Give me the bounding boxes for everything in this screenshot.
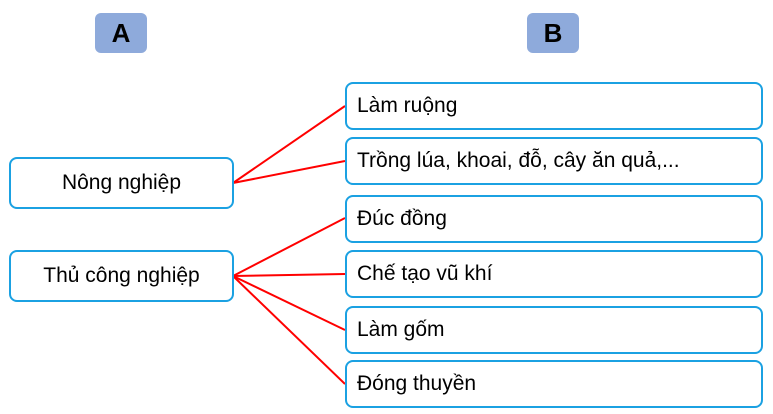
connector-line <box>232 275 346 331</box>
item-b-lam-ruong: Làm ruộng <box>345 82 763 130</box>
item-b-duc-dong: Đúc đồng <box>345 195 763 243</box>
connector-line <box>232 105 346 184</box>
item-a-nong-nghiep: Nông nghiệp <box>9 157 234 209</box>
item-a-thu-cong-nghiep: Thủ công nghiệp <box>9 250 234 302</box>
item-b-che-tao-vu-khi: Chế tạo vũ khí <box>345 250 763 298</box>
connector-line <box>232 217 346 277</box>
column-b-header: B <box>527 13 579 53</box>
item-b-trong-lua: Trồng lúa, khoai, đỗ, cây ăn quả,... <box>345 137 763 185</box>
connector-line <box>232 273 346 277</box>
item-b-dong-thuyen: Đóng thuyền <box>345 360 763 408</box>
connector-line <box>232 275 346 385</box>
connector-line <box>232 160 346 184</box>
column-a-header: A <box>95 13 147 53</box>
item-b-lam-gom: Làm gốm <box>345 306 763 354</box>
